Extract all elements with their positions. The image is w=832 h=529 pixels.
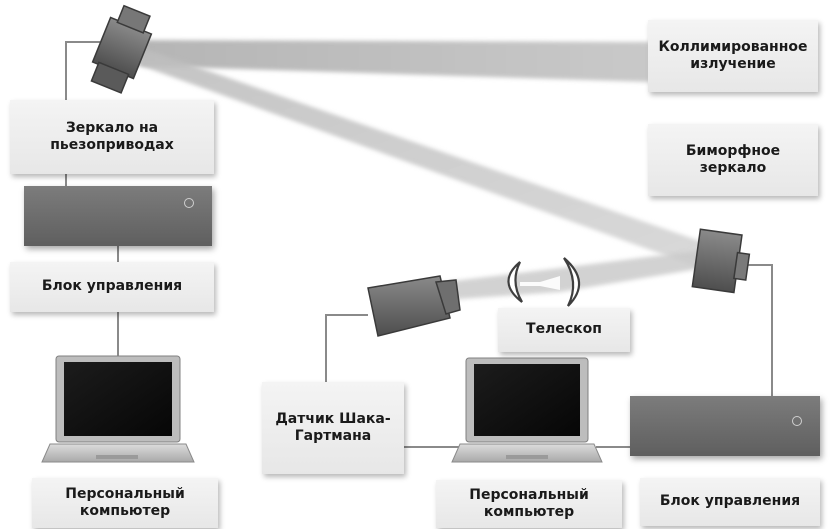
shack-hartmann-sensor-icon (367, 275, 461, 337)
control-unit-right-text: Блок управления (659, 493, 801, 510)
connection-wires (65, 41, 773, 448)
power-indicator-icon (792, 416, 802, 426)
pc-center-label: Персональный компьютер (436, 480, 622, 528)
power-indicator-icon (184, 198, 194, 208)
collimated-radiation-text: Коллимированное излучение (658, 38, 808, 73)
shack-hartmann-label: Датчик Шака- Гартмана (262, 382, 404, 474)
control-unit-left-text: Блок управления (41, 278, 183, 295)
collimated-radiation-label: Коллимированное излучение (648, 20, 818, 92)
piezo-mirror-icon (90, 4, 153, 94)
pc-left-text: Персональный компьютер (65, 485, 185, 520)
telescope-lens-icon (507, 257, 581, 307)
laptop-left-icon (41, 355, 195, 463)
control-unit-left-device (24, 186, 212, 246)
control-unit-left-label: Блок управления (10, 262, 214, 312)
pc-left-label: Персональный компьютер (32, 478, 218, 528)
wire-sensor-to-label (325, 314, 368, 382)
diagonal-beam (120, 50, 720, 268)
control-unit-right-label: Блок управления (640, 478, 820, 526)
collimated-beam (140, 40, 650, 82)
shack-hartmann-text: Датчик Шака- Гартмана (275, 410, 391, 445)
wire-piezo-to-label (65, 41, 100, 100)
pc-center-text: Персональный компьютер (469, 486, 589, 521)
telescope-label: Телескоп (498, 308, 630, 352)
bimorph-mirror-text: Биморфное зеркало (685, 142, 781, 177)
telescope-focus-beam (520, 276, 560, 290)
control-unit-right-device (630, 396, 820, 456)
bimorph-mirror-label: Биморфное зеркало (648, 124, 818, 196)
piezo-mirror-label: Зеркало на пьезоприводах (10, 100, 214, 174)
piezo-mirror-text: Зеркало на пьезоприводах (50, 119, 174, 154)
laptop-center-icon (451, 357, 603, 463)
telescope-text: Телескоп (526, 321, 602, 338)
wire-bimorph-to-unit-right (745, 264, 773, 396)
bimorph-mirror-icon (691, 228, 751, 294)
